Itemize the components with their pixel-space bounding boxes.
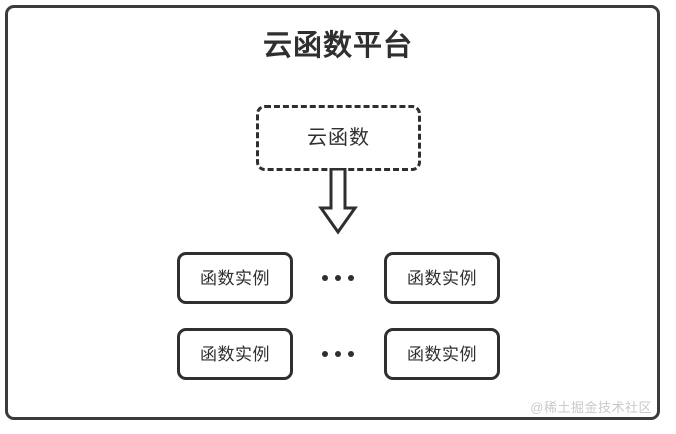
ellipsis-indicator bbox=[316, 252, 360, 304]
ellipsis-dot bbox=[335, 351, 341, 357]
down-block-arrow-icon bbox=[316, 167, 360, 236]
ellipsis-dot bbox=[322, 351, 328, 357]
ellipsis-indicator bbox=[316, 328, 360, 380]
ellipsis-dot bbox=[335, 275, 341, 281]
instance-row-2: 函数实例 函数实例 bbox=[0, 328, 676, 380]
cloud-function-node: 云函数 bbox=[256, 105, 421, 171]
cloud-function-label: 云函数 bbox=[307, 127, 370, 149]
page-title: 云函数平台 bbox=[262, 30, 413, 62]
function-instance-label: 函数实例 bbox=[407, 344, 477, 364]
instance-row-1: 函数实例 函数实例 bbox=[0, 252, 676, 304]
function-instance-box: 函数实例 bbox=[177, 252, 293, 304]
function-instance-box: 函数实例 bbox=[384, 328, 500, 380]
function-instance-label: 函数实例 bbox=[200, 268, 270, 288]
function-instance-box: 函数实例 bbox=[177, 328, 293, 380]
function-instance-label: 函数实例 bbox=[407, 268, 477, 288]
ellipsis-dot bbox=[348, 275, 354, 281]
ellipsis-dot bbox=[348, 351, 354, 357]
watermark: @稀土掘金技术社区 bbox=[530, 400, 652, 415]
ellipsis-dot bbox=[322, 275, 328, 281]
function-instance-label: 函数实例 bbox=[200, 344, 270, 364]
function-instance-box: 函数实例 bbox=[384, 252, 500, 304]
